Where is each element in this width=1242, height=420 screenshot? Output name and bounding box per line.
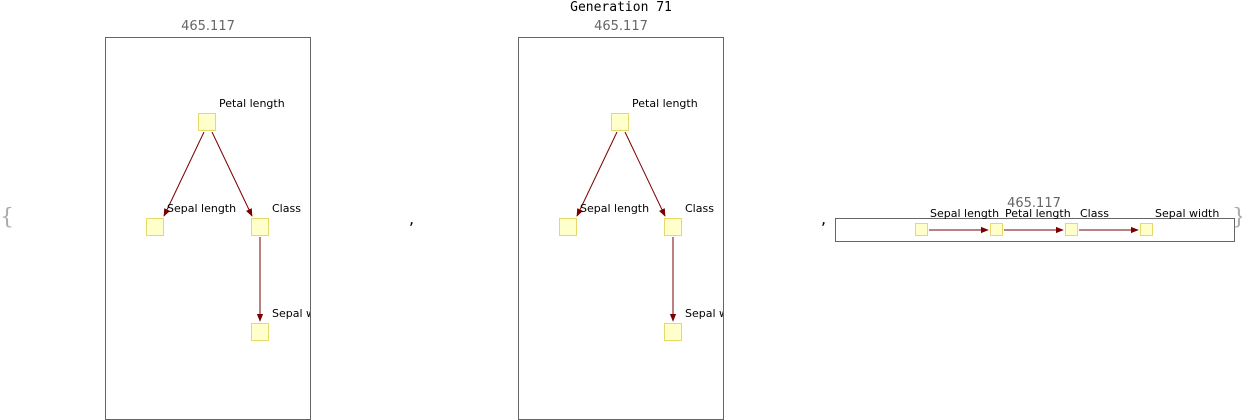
graph-node[interactable] — [251, 218, 269, 236]
graph-node[interactable] — [251, 323, 269, 341]
open-brace: { — [0, 205, 14, 230]
node-label: Class — [685, 202, 714, 215]
graph-node[interactable] — [146, 218, 164, 236]
graph-panel: Petal length Sepal length Class Sepal wi… — [518, 37, 724, 420]
node-label: Sepal width — [685, 307, 723, 320]
separator-comma: , — [821, 209, 827, 228]
graph-edges — [163, 131, 264, 322]
edge — [624, 131, 666, 217]
node-label: Sepal length — [580, 202, 650, 215]
graph-node[interactable] — [1065, 223, 1078, 236]
graph-node[interactable] — [664, 323, 682, 341]
edge — [211, 131, 253, 217]
node-label: Petal length — [219, 97, 285, 110]
edge — [163, 131, 205, 217]
graph-panel: Petal length Sepal length Class Sepal wi… — [105, 37, 311, 420]
node-label: Sepal width — [272, 307, 310, 320]
graph-score: 465.117 — [1007, 196, 1061, 211]
graph-edges — [576, 131, 677, 322]
separator-comma: , — [409, 209, 415, 228]
node-label: Class — [1080, 207, 1109, 220]
node-label: Sepal width — [1155, 207, 1220, 220]
node-label: Sepal length — [930, 207, 1000, 220]
graph-node[interactable] — [915, 223, 928, 236]
graph-node[interactable] — [198, 113, 216, 131]
graph-node[interactable] — [990, 223, 1003, 236]
graph-node[interactable] — [559, 218, 577, 236]
graph-edges — [929, 226, 1139, 234]
graph-score: 465.117 — [181, 19, 235, 34]
edge — [576, 131, 618, 217]
graph-node[interactable] — [664, 218, 682, 236]
graph-node[interactable] — [1140, 223, 1153, 236]
node-label: Class — [272, 202, 301, 215]
close-brace: } — [1232, 207, 1242, 229]
generation-title: Generation 71 — [570, 0, 672, 15]
node-label: Petal length — [632, 97, 698, 110]
graph-score: 465.117 — [594, 19, 648, 34]
graph-node[interactable] — [611, 113, 629, 131]
node-label: Sepal length — [167, 202, 237, 215]
node-label: Petal length — [1005, 207, 1071, 220]
graph-panel — [835, 218, 1235, 242]
